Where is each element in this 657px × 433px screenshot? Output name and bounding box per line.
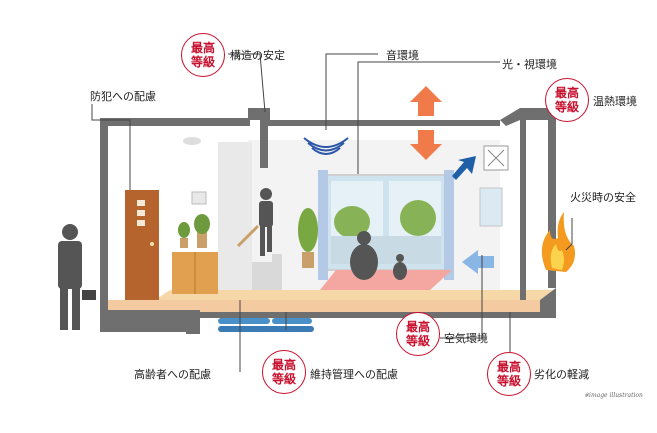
label-maintenance: 維持管理への配慮 xyxy=(310,368,398,381)
entry-door xyxy=(125,190,159,300)
rug xyxy=(320,270,452,290)
top-grade-badge-air: 最高等級 xyxy=(396,312,440,356)
partition-wall xyxy=(218,142,252,290)
label-deterioration: 劣化の軽減 xyxy=(534,368,589,381)
floor-edge xyxy=(105,300,540,312)
curtain-left xyxy=(318,170,328,280)
window xyxy=(324,174,448,271)
seated-adult-silhouette xyxy=(350,231,378,280)
leader-lines xyxy=(91,53,573,372)
label-structure: 構造の安定 xyxy=(230,49,285,62)
light-arrow-icon xyxy=(452,156,476,180)
label-fire: 火災時の安全 xyxy=(570,191,636,204)
ceiling-light xyxy=(183,137,201,145)
label-air: 空気環境 xyxy=(444,332,488,345)
top-grade-badge-structure: 最高等級 xyxy=(181,33,225,77)
label-elderly: 高齢者への配慮 xyxy=(134,368,211,381)
wall-frame xyxy=(191,191,207,205)
person-outside-silhouette xyxy=(58,224,96,330)
air-arrow-icon xyxy=(462,250,494,274)
floor xyxy=(155,290,555,300)
thermal-up-arrow-icon xyxy=(410,86,442,116)
image-credit: ※image illustration xyxy=(584,392,643,399)
label-light: 光・視環境 xyxy=(502,58,557,71)
plant-small xyxy=(178,222,190,248)
thermal-down-arrow-icon xyxy=(410,130,442,160)
plumbing-pipes xyxy=(218,318,314,332)
person-on-stairs-silhouette xyxy=(259,188,273,256)
sound-wave-icon xyxy=(303,137,349,155)
seated-child-silhouette xyxy=(393,254,407,280)
curtain-right xyxy=(444,170,454,280)
handrail xyxy=(236,224,260,248)
plant-tall xyxy=(298,208,318,268)
plant-cabinet xyxy=(194,214,210,248)
fire-icon xyxy=(541,212,575,272)
label-sound: 音環境 xyxy=(386,49,419,62)
top-grade-badge-deterioration: 最高等級 xyxy=(487,352,531,396)
label-security: 防犯への配慮 xyxy=(90,90,156,103)
label-thermal: 温熱環境 xyxy=(593,95,637,108)
top-grade-badge-maintenance: 最高等級 xyxy=(262,350,306,394)
stairs xyxy=(252,254,282,290)
top-grade-badge-thermal: 最高等級 xyxy=(545,78,589,122)
house-frame xyxy=(100,108,556,334)
side-window xyxy=(479,187,503,227)
ventilation-fan xyxy=(483,145,509,171)
